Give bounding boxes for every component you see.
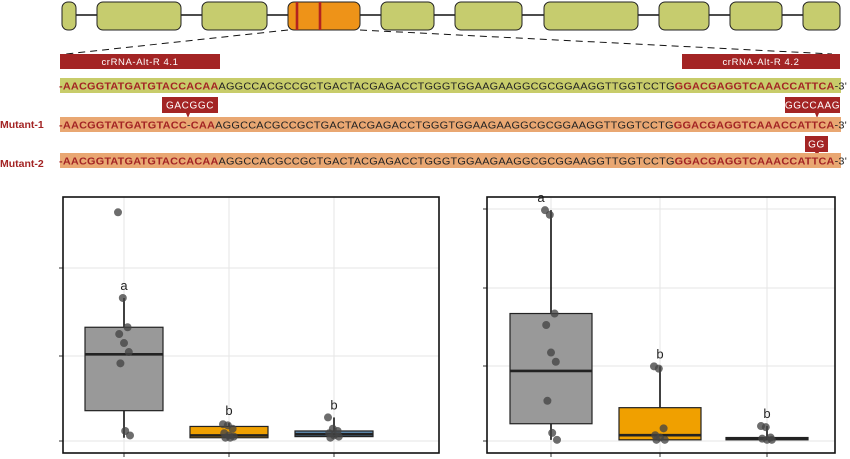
exon-1 [61,1,77,31]
data-point [123,323,132,332]
plot-frame [486,196,836,454]
data-point [114,208,122,217]
plot-panel [63,197,439,453]
mutant-1-insert-left: GACGGC [166,101,214,112]
mutant-1-label: Mutant-1 [0,119,44,131]
data-point [545,210,554,219]
significance-letter: b [225,403,232,418]
mutant-1-band [60,117,841,132]
gene-model [61,1,841,55]
mutant-1-insert-right-box [785,97,840,113]
crrna-labels: crRNA-Alt-R 4.1 crRNA-Alt-R 4.2 [60,54,840,69]
exon-3 [201,1,268,31]
exon-8 [658,1,710,31]
data-point [553,435,561,444]
data-point [326,433,335,442]
data-point [120,339,128,348]
data-point [761,423,770,432]
data-point [226,433,235,442]
data-point [767,435,776,444]
exon-6 [454,1,523,31]
data-point [324,413,332,422]
significance-letter: b [763,406,770,421]
mutant-1-insert-right: GGCCAAG [785,101,840,112]
exon-target [287,1,361,31]
mutant-2-band [60,153,841,168]
mutant-2-insert-right: GG [808,140,825,151]
crrna-left-box [60,54,220,69]
data-point [542,321,551,329]
data-point [660,435,669,444]
data-point [124,348,133,357]
data-point [551,357,560,366]
significance-letter: b [330,397,337,412]
box-iqr [509,312,593,425]
mutant-2-label: Mutant-2 [0,158,44,170]
data-point [334,432,343,441]
boxplot-right: abb [483,190,836,457]
boxplot-left: a b b [59,196,440,457]
data-point [115,330,124,339]
data-point [228,424,237,433]
data-point [652,435,661,444]
data-point [654,364,663,373]
wt-band [60,78,841,93]
mutant-2-insert-right-box [805,136,828,152]
exon-5 [380,1,435,31]
exon-9 [729,1,783,31]
data-point [118,293,127,302]
data-point [126,431,134,440]
crrna-right-label: crRNA-Alt-R 4.2 [722,57,799,68]
crrna-right-box [682,54,840,69]
zoom-line-right [359,29,833,55]
crrna-left-label: crRNA-Alt-R 4.1 [101,57,178,68]
mutant-1-row: Mutant-1 GACGGC GGCCAAG -AACGGTATGATGTAC… [0,97,847,132]
data-point [116,359,125,368]
data-point [547,348,555,357]
exon-2 [96,1,182,31]
exon-10 [802,1,841,31]
data-point [548,428,557,437]
zoom-line-left [65,29,289,55]
data-point [659,424,668,433]
mutant-1-insert-right-pointer [815,113,819,118]
plot-frame [62,196,440,454]
exon-7 [543,1,639,31]
significance-letter: a [120,278,128,293]
mutant-1-insert-left-pointer [186,113,190,118]
data-point [550,309,559,318]
mutant-1-insert-left-box [162,97,218,113]
significance-letter: b [656,346,663,361]
data-point [543,396,552,405]
